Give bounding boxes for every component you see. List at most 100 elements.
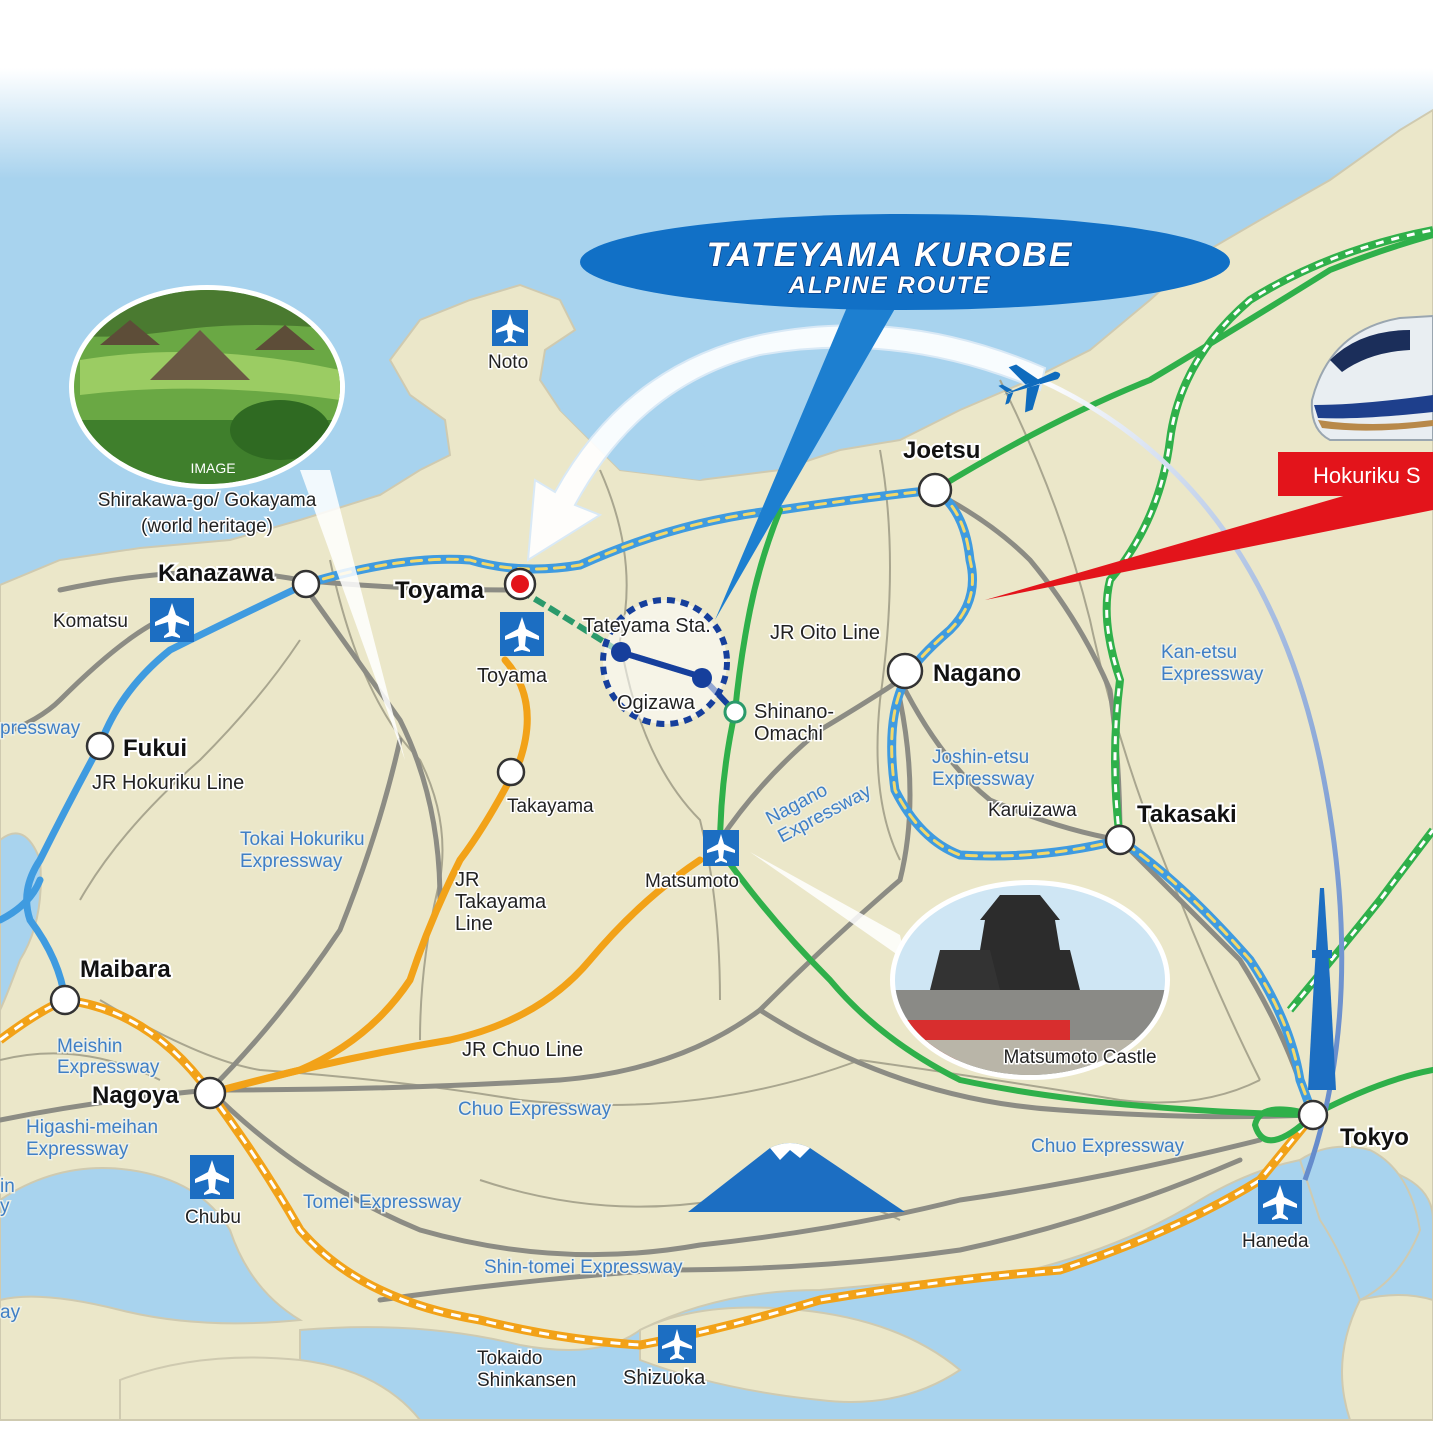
label-maibara: Maibara xyxy=(80,956,171,983)
label-takasaki: Takasaki xyxy=(1137,801,1237,828)
banner-box xyxy=(1278,452,1433,496)
label-nagoya: Nagoya xyxy=(92,1082,179,1109)
airport-toyama-icon[interactable] xyxy=(500,612,544,656)
label-tokyo: Tokyo xyxy=(1340,1124,1409,1151)
photo-pointer-matsumoto xyxy=(750,852,905,960)
label-chuo-west: Chuo Expressway xyxy=(458,1099,612,1120)
station-shinano-omachi[interactable] xyxy=(723,700,747,724)
station-takayama[interactable] xyxy=(496,757,526,787)
label-airport-chubu: Chubu xyxy=(185,1207,241,1228)
label-jr-chuo: JR Chuo Line xyxy=(462,1039,583,1061)
label-airport-haneda: Haneda xyxy=(1242,1231,1309,1252)
station-toyama-dot xyxy=(511,575,529,593)
station-nagano[interactable] xyxy=(886,652,924,690)
label-tomei: Tomei Expressway xyxy=(303,1192,462,1213)
orange-lines xyxy=(206,656,704,1097)
tokaido-shinkansen xyxy=(0,995,1317,1350)
station-tokyo[interactable] xyxy=(1297,1099,1329,1131)
ise-bay xyxy=(0,1167,304,1325)
land-boso xyxy=(1341,1294,1433,1421)
airport-shizuoka-icon[interactable] xyxy=(658,1325,696,1363)
station-ogizawa[interactable] xyxy=(692,668,712,688)
stations xyxy=(49,472,1329,1131)
label-tateyama-sta: Tateyama Sta. xyxy=(583,615,711,637)
hokuriku-shinkansen xyxy=(301,485,1318,1120)
land-izu xyxy=(119,1356,423,1421)
label-shin-tomei: Shin-tomei Expressway xyxy=(484,1257,683,1278)
label-jr-takayama-2: Takayama xyxy=(455,891,547,913)
jr-hokuriku-line xyxy=(0,580,310,1004)
label-edge-left-1: pressway xyxy=(0,718,81,739)
station-maibara[interactable] xyxy=(49,984,81,1016)
photo-caption-shirakawa-2: (world heritage) xyxy=(141,516,273,537)
bottom-margin xyxy=(0,1420,1433,1442)
label-shinano-omachi-1: Shinano- xyxy=(754,701,834,723)
label-fukui: Fukui xyxy=(123,735,187,762)
red-pointer xyxy=(985,470,1433,600)
photo-tag-shirakawa: IMAGE xyxy=(190,460,235,476)
label-joetsu: Joetsu xyxy=(903,437,980,464)
banner-label: Hokuriku S xyxy=(1313,463,1421,488)
station-tateyama[interactable] xyxy=(611,642,631,662)
photo-pointer-shirakawa xyxy=(300,470,405,760)
label-kan-etsu-1: Kan-etsu xyxy=(1161,642,1237,663)
label-karuizawa: Karuizawa xyxy=(988,800,1077,821)
label-jr-takayama-3: Line xyxy=(455,913,493,935)
label-jr-takayama-1: JR xyxy=(455,869,479,891)
label-jr-oito: JR Oito Line xyxy=(770,622,880,644)
station-joetsu[interactable] xyxy=(917,472,953,508)
photo-shirakawa xyxy=(74,290,340,484)
station-takasaki[interactable] xyxy=(1104,824,1136,856)
label-joshin-etsu-1: Joshin-etsu xyxy=(932,747,1029,768)
airport-chubu-icon[interactable] xyxy=(190,1155,234,1199)
alpine-route-highlight xyxy=(600,597,730,727)
label-airport-komatsu: Komatsu xyxy=(53,611,128,632)
photo-caption-shirakawa-1: Shirakawa-go/ Gokayama xyxy=(98,490,317,511)
label-kan-etsu-2: Expressway xyxy=(1161,664,1264,685)
toyama-bay xyxy=(560,390,720,480)
label-higashi-meihan-1: Higashi-meihan xyxy=(26,1117,158,1138)
label-shinano-omachi-2: Omachi xyxy=(754,723,823,745)
label-tokai-hokuriku-1: Tokai Hokuriku xyxy=(240,829,365,850)
label-airport-toyama: Toyama xyxy=(477,665,548,687)
label-higashi-meihan-2: Expressway xyxy=(26,1139,129,1160)
label-edge-left-3: y xyxy=(0,1196,10,1217)
sky-gradient xyxy=(0,68,1433,178)
label-tokaido-1: Tokaido xyxy=(477,1348,543,1369)
label-kanazawa: Kanazawa xyxy=(158,560,275,587)
label-airport-matsumoto: Matsumoto xyxy=(645,871,739,892)
label-tokaido-2: Shinkansen xyxy=(477,1370,576,1391)
title-line1: TATEYAMA KUROBE xyxy=(707,236,1074,274)
airport-matsumoto-icon[interactable] xyxy=(703,830,739,866)
label-shizuoka: Shizuoka xyxy=(623,1367,706,1389)
label-takayama: Takayama xyxy=(507,796,594,817)
tokyo-skytree-icon xyxy=(1308,888,1336,1090)
label-airport-noto: Noto xyxy=(488,352,528,373)
label-meishin-1: Meishin xyxy=(57,1036,122,1057)
label-tokai-hokuriku-2: Expressway xyxy=(240,851,343,872)
flight-arc xyxy=(1038,377,1345,1181)
label-chuo-east: Chuo Expressway xyxy=(1031,1136,1185,1157)
label-nagano: Nagano xyxy=(933,660,1021,687)
title-line2: ALPINE ROUTE xyxy=(788,272,992,299)
plane-icon xyxy=(998,364,1061,413)
airport-komatsu-icon[interactable] xyxy=(150,598,194,642)
tokyo-bay xyxy=(1298,1145,1422,1302)
label-edge-left-2: in xyxy=(0,1176,15,1197)
alpine-route-inner xyxy=(619,649,703,680)
shinkansen-train-image xyxy=(1310,314,1433,441)
airport-icons xyxy=(150,310,1302,1363)
label-jr-hokuriku: JR Hokuriku Line xyxy=(92,772,244,794)
airport-haneda-icon[interactable] xyxy=(1258,1180,1302,1224)
label-toyama-station: Toyama xyxy=(395,577,485,604)
label-edge-left-4: ay xyxy=(0,1302,21,1323)
station-kanazawa[interactable] xyxy=(291,569,321,599)
airport-noto-icon[interactable] xyxy=(492,310,528,346)
station-nagoya[interactable] xyxy=(193,1076,227,1110)
label-ogizawa: Ogizawa xyxy=(617,692,696,714)
station-fukui[interactable] xyxy=(85,731,115,761)
mount-fuji xyxy=(688,1143,905,1212)
label-meishin-2: Expressway xyxy=(57,1057,160,1078)
